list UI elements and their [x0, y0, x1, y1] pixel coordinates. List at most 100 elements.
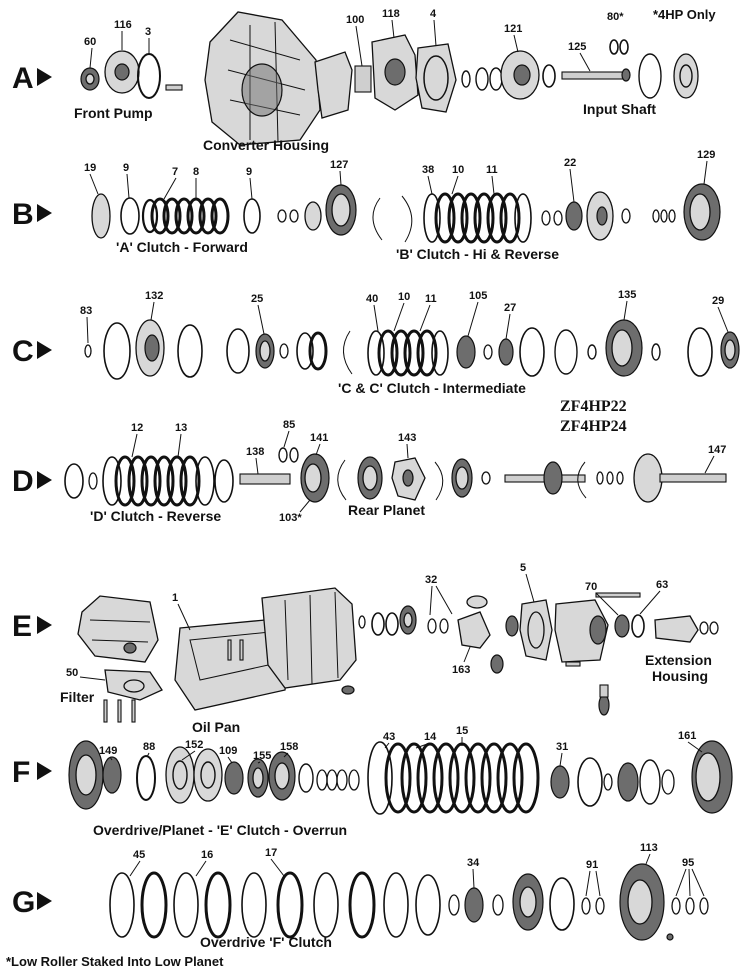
e-row-parts	[341, 592, 719, 716]
row-e: E	[12, 562, 719, 735]
callout-d-85: 85	[283, 419, 295, 431]
callout-b-38: 38	[422, 164, 434, 176]
callout-c-105: 105	[469, 290, 487, 302]
callout-g-45: 45	[133, 849, 145, 861]
c-row-parts	[84, 319, 740, 380]
row-letter-d: D	[12, 465, 34, 498]
label-f-clutch: Overdrive 'F' Clutch	[200, 934, 332, 950]
callout-f-149: 149	[99, 745, 117, 757]
input-shaft-part	[561, 39, 699, 99]
callout-c-25: 25	[251, 293, 263, 305]
callout-b-127: 127	[330, 159, 348, 171]
row-arrow-c	[37, 341, 52, 359]
callout-b-22: 22	[564, 157, 576, 169]
row-letter-c: C	[12, 335, 34, 368]
row-letter-f: F	[12, 756, 30, 789]
row-a-rings	[461, 67, 503, 91]
callout-b-9a: 9	[123, 162, 129, 174]
callout-a-80: 80*	[607, 11, 624, 23]
callout-c-135: 135	[618, 289, 636, 301]
row-letter-g: G	[12, 886, 35, 919]
callout-f-161: 161	[678, 730, 696, 742]
row-a: A	[12, 8, 699, 153]
label-overdrive-planet: Overdrive/Planet - 'E' Clutch - Overrun	[93, 822, 347, 838]
callout-e-32: 32	[425, 574, 437, 586]
callout-d-138: 138	[246, 446, 264, 458]
b-clutch-pack	[372, 191, 676, 244]
drum-121-part	[500, 50, 556, 100]
callout-f-43: 43	[383, 731, 395, 743]
label-b-clutch: 'B' Clutch - Hi & Reverse	[396, 246, 559, 262]
callout-f-155: 155	[253, 750, 271, 762]
label-housing: Housing	[652, 668, 708, 684]
callout-c-29: 29	[712, 295, 724, 307]
callout-d-12: 12	[131, 422, 143, 434]
callout-b-9b: 9	[246, 166, 252, 178]
callout-a-100: 100	[346, 14, 364, 26]
row-arrow-d	[37, 471, 52, 489]
callout-g-17: 17	[265, 847, 277, 859]
callout-a-121: 121	[504, 23, 522, 35]
row-letter-b: B	[12, 198, 34, 231]
row-arrow-f	[37, 762, 52, 780]
front-pump-parts	[80, 50, 183, 99]
callout-a-60: 60	[84, 36, 96, 48]
label-rear-planet: Rear Planet	[348, 502, 425, 518]
callout-b-11: 11	[486, 164, 498, 176]
callout-d-143: 143	[398, 432, 416, 444]
callout-g-16: 16	[201, 849, 213, 861]
label-oil-pan: Oil Pan	[192, 719, 240, 735]
filter-part	[103, 669, 163, 723]
callout-f-109: 109	[219, 745, 237, 757]
model-name-2: ZF4HP24	[560, 418, 627, 435]
callout-g-95: 95	[682, 857, 694, 869]
row-f: F	[12, 725, 733, 838]
callout-c-11: 11	[425, 293, 437, 305]
stator-support-parts	[314, 34, 419, 119]
callout-f-152: 152	[185, 739, 203, 751]
label-front-pump: Front Pump	[74, 105, 153, 121]
callout-g-113: 113	[640, 842, 658, 854]
d-clutch-pack	[64, 455, 234, 507]
row-g: G	[12, 842, 709, 950]
label-filter: Filter	[60, 689, 95, 705]
callout-d-147: 147	[708, 444, 726, 456]
callout-f-31: 31	[556, 741, 568, 753]
callout-e-50: 50	[66, 667, 78, 679]
callout-f-158: 158	[280, 741, 298, 753]
row-arrow-a	[37, 68, 52, 86]
callout-e-1: 1	[172, 592, 178, 604]
callout-c-40: 40	[366, 293, 378, 305]
label-a-clutch: 'A' Clutch - Forward	[116, 239, 248, 255]
callout-d-13: 13	[175, 422, 187, 434]
callout-b-10: 10	[452, 164, 464, 176]
a-clutch-pack	[91, 193, 299, 239]
callout-a-118: 118	[382, 8, 400, 20]
callout-c-132: 132	[145, 290, 163, 302]
row-d: D	[12, 419, 727, 524]
label-extension: Extension	[645, 652, 712, 668]
row-letter-a: A	[12, 62, 34, 95]
part-127	[304, 184, 357, 236]
label-input-shaft: Input Shaft	[583, 101, 656, 117]
callout-b-8: 8	[193, 166, 199, 178]
row-letter-e: E	[12, 610, 32, 643]
callout-f-14: 14	[424, 731, 437, 743]
valve-body-part	[77, 595, 159, 663]
case-part	[261, 587, 357, 689]
label-c-clutch: 'C & C' Clutch - Intermediate	[338, 380, 526, 396]
callout-a-3: 3	[145, 26, 151, 38]
d-row-parts	[239, 447, 727, 503]
row-c: C	[12, 289, 740, 396]
row-arrow-g	[37, 892, 52, 910]
row-b: B	[12, 149, 721, 262]
bottom-note: *Low Roller Staked Into Low Planet	[6, 954, 224, 969]
callout-b-19: 19	[84, 162, 96, 174]
callout-c-10: 10	[398, 291, 410, 303]
callout-a-116: 116	[114, 19, 132, 31]
gasket-part	[415, 43, 457, 113]
label-d-clutch: 'D' Clutch - Reverse	[90, 508, 221, 524]
row-arrow-e	[37, 616, 52, 634]
callout-e-70: 70	[585, 581, 597, 593]
